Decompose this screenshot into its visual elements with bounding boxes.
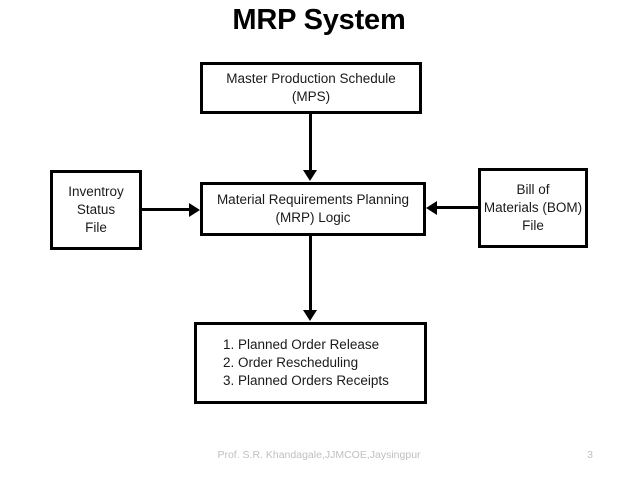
footer-author: Prof. S.R. Khandagale,JJMCOE,Jaysingpur bbox=[217, 449, 421, 461]
node-inventory-status-file[interactable]: Inventroy Status File bbox=[50, 170, 142, 250]
node-mrp-outputs[interactable]: 1. Planned Order Release 2. Order Resche… bbox=[194, 322, 427, 404]
connector-mps-to-mrp-stem bbox=[309, 114, 312, 172]
node-bom-line-1: Bill of bbox=[516, 182, 550, 198]
node-outputs-line-2: 2. Order Rescheduling bbox=[223, 355, 359, 371]
node-inventory-line-1: Inventroy bbox=[68, 184, 124, 200]
node-inventory-line-2: Status bbox=[76, 202, 116, 218]
footer-page-number: 3 bbox=[587, 449, 593, 461]
node-master-production-schedule[interactable]: Master Production Schedule (MPS) bbox=[200, 62, 422, 114]
arrow-left-icon-bom-to-mrp bbox=[426, 200, 437, 215]
node-mps-line-2: (MPS) bbox=[291, 89, 331, 104]
node-mps-line-1: Master Production Schedule bbox=[226, 71, 396, 87]
node-mrp-logic[interactable]: Material Requirements Planning (MRP) Log… bbox=[200, 182, 426, 236]
node-outputs-line-3: 3. Planned Orders Receipts bbox=[223, 372, 389, 388]
arrow-down-icon-mps-to-mrp bbox=[303, 170, 317, 181]
node-mrp-line-2: (MRP) Logic bbox=[275, 210, 351, 225]
node-bom-line-3: File bbox=[522, 217, 544, 233]
connector-bom-to-mrp-stem bbox=[437, 206, 481, 209]
node-inventory-line-3: File bbox=[85, 219, 107, 235]
connector-inventory-to-mrp-stem bbox=[142, 208, 190, 211]
node-bom-line-2: Materials (BOM) bbox=[483, 200, 583, 216]
arrow-right-icon-inventory-to-mrp bbox=[189, 202, 200, 217]
node-outputs-line-1: 1. Planned Order Release bbox=[223, 337, 380, 353]
arrow-down-icon-mrp-to-outputs bbox=[303, 310, 317, 321]
node-mrp-line-1: Material Requirements Planning bbox=[216, 192, 410, 208]
connector-mrp-to-outputs-stem bbox=[309, 236, 312, 312]
node-bill-of-materials-file[interactable]: Bill of Materials (BOM) File bbox=[478, 168, 588, 248]
page-title: MRP System bbox=[232, 4, 406, 36]
